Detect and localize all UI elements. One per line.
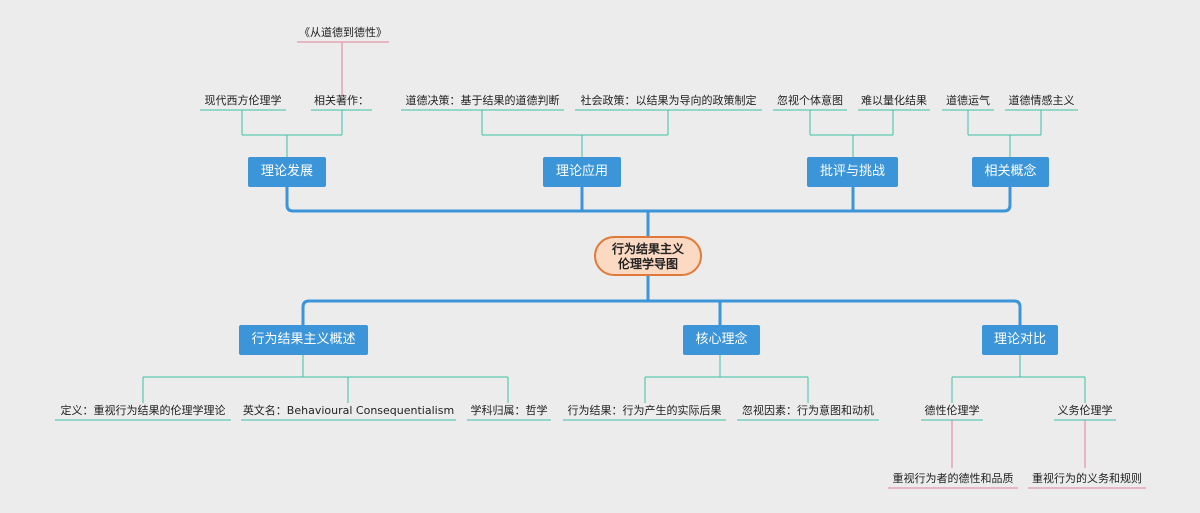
note-virtue-ethics[interactable]: 重视行为者的德性和品质 <box>892 472 1014 485</box>
leaf-discipline[interactable]: 学科归属：哲学 <box>470 404 548 417</box>
leaf-duty-ethics[interactable]: 义务伦理学 <box>1057 404 1113 417</box>
branch-core-ideas[interactable]: 核心理念 <box>683 325 760 355</box>
branch-theory-contrast[interactable]: 理论对比 <box>982 325 1058 355</box>
branch-overview[interactable]: 行为结果主义概述 <box>239 325 368 355</box>
leaf-hard-to-quantify[interactable]: 难以量化结果 <box>861 94 927 107</box>
leaf-moral-sentimentalism[interactable]: 道德情感主义 <box>1008 94 1075 107</box>
leaf-social-policy[interactable]: 社会政策：以结果为导向的政策制定 <box>580 94 757 107</box>
leaf-virtue-ethics[interactable]: 德性伦理学 <box>924 404 980 417</box>
note-connectors <box>297 41 1146 489</box>
central-topic[interactable]: 行为结果主义 伦理学导图 <box>594 236 702 276</box>
central-topic-line2: 伦理学导图 <box>617 257 678 271</box>
branch-theory-application[interactable]: 理论应用 <box>543 157 621 187</box>
note-duty-ethics[interactable]: 重视行为的义务和规则 <box>1032 472 1142 485</box>
leaf-moral-luck[interactable]: 道德运气 <box>946 94 990 107</box>
leaf-related-works[interactable]: 相关著作： <box>314 94 369 107</box>
main-branch-connectors <box>285 186 1022 325</box>
leaf-behavior-result[interactable]: 行为结果：行为产生的实际后果 <box>567 404 722 417</box>
leaf-moral-decision[interactable]: 道德决策：基于结果的道德判断 <box>405 94 560 107</box>
leaf-english-name[interactable]: 英文名：Behavioural Consequentialism <box>242 404 455 417</box>
branch-critique[interactable]: 批评与挑战 <box>807 157 898 187</box>
leaf-ignored-factors[interactable]: 忽视因素：行为意图和动机 <box>742 404 874 417</box>
leaf-connectors <box>55 109 1116 421</box>
leaf-modern-western-ethics[interactable]: 现代西方伦理学 <box>204 94 282 107</box>
branch-theory-development[interactable]: 理论发展 <box>248 157 326 187</box>
note-book-title[interactable]: 《从道德到德性》 <box>299 26 387 39</box>
branch-related-concepts[interactable]: 相关概念 <box>972 157 1049 187</box>
leaf-definition[interactable]: 定义：重视行为结果的伦理学理论 <box>60 404 226 417</box>
central-topic-line1: 行为结果主义 <box>611 242 684 256</box>
leaf-ignore-intent[interactable]: 忽视个体意图 <box>777 94 843 107</box>
